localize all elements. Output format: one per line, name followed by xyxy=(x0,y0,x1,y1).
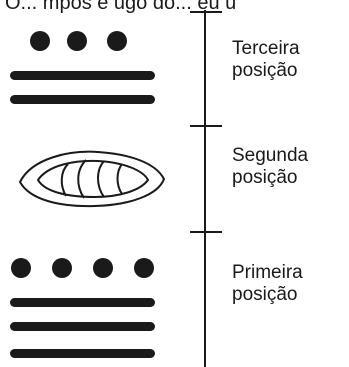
third-position-glyph xyxy=(10,31,155,104)
third-position-label-line1: Terceira xyxy=(232,38,300,59)
second-position-label: Segunda posição xyxy=(232,145,308,189)
third-position-label: Terceira posição xyxy=(232,38,300,82)
bar xyxy=(10,71,155,80)
dot xyxy=(67,31,87,51)
first-position-label-line2: posição xyxy=(232,284,298,305)
shell-line xyxy=(116,163,123,195)
first-position-label: Primeira posição xyxy=(232,262,303,306)
cropped-top-text: O... mpos e ugo do... eu u xyxy=(5,0,237,14)
shell-outline xyxy=(18,150,166,208)
bar xyxy=(10,322,155,331)
shell-inner-rim xyxy=(36,159,150,199)
second-position-glyph xyxy=(18,150,166,208)
bar xyxy=(10,95,155,104)
second-position-label-line1: Segunda xyxy=(232,145,309,166)
dot xyxy=(107,31,127,51)
dot xyxy=(134,258,154,278)
bar xyxy=(10,349,155,358)
first-position-glyph xyxy=(10,258,155,358)
shell-line xyxy=(60,163,69,197)
dot xyxy=(52,258,72,278)
third-position-label-line2: posição xyxy=(232,60,298,81)
shell-line xyxy=(97,160,105,198)
dot xyxy=(11,258,31,278)
dot xyxy=(30,31,50,51)
shell-line xyxy=(77,159,87,199)
bar xyxy=(10,298,155,307)
second-position-label-line2: posição xyxy=(232,167,298,188)
first-position-label-line1: Primeira xyxy=(232,262,303,283)
dot xyxy=(93,258,113,278)
